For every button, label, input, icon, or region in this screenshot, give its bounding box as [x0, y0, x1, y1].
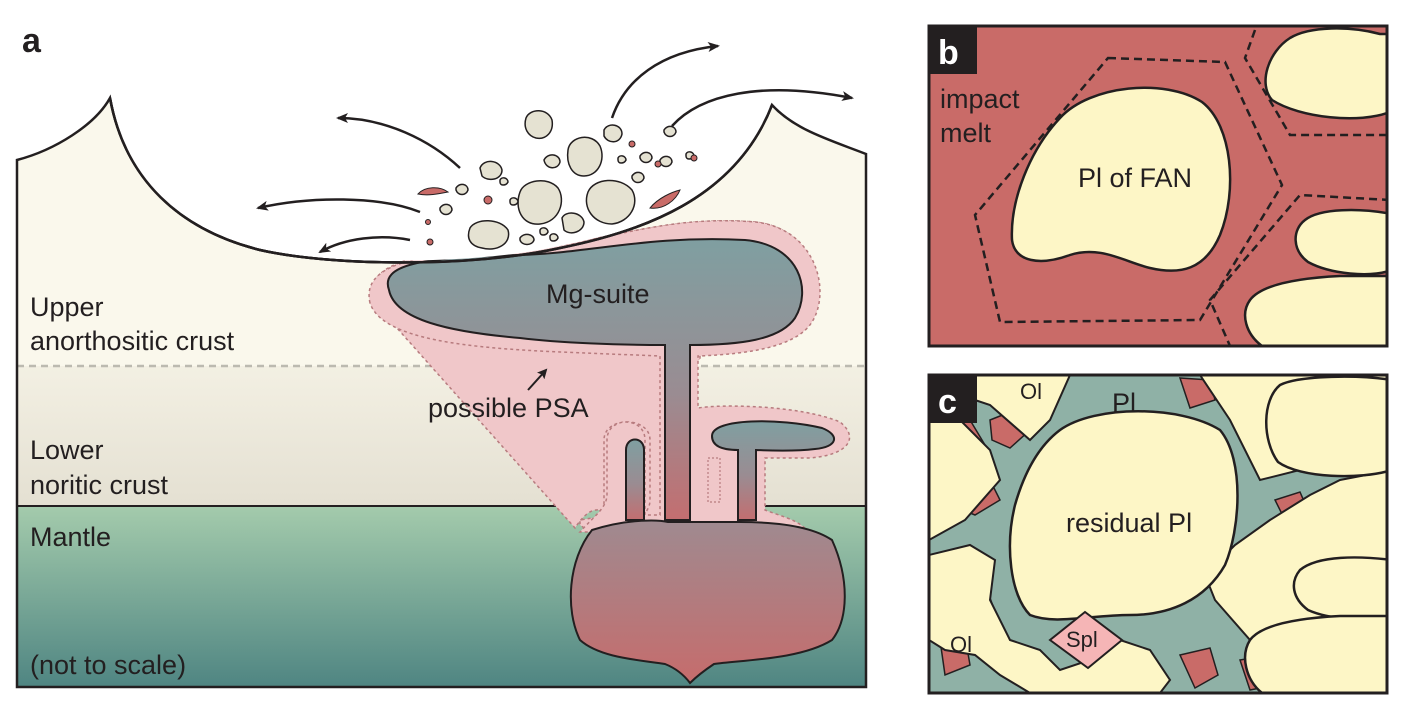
mantle-label: Mantle — [30, 522, 111, 552]
lower-crust-label-line1: Lower — [30, 435, 104, 465]
melt-droplets — [417, 140, 698, 246]
fan-grain-label: Pl of FAN — [1078, 163, 1192, 193]
panel-b-letter: b — [938, 34, 959, 72]
residual-plagioclase-grain — [1008, 410, 1239, 621]
upper-crust-label-line1: Upper — [30, 292, 104, 322]
panel-a: a Upper anorthositic crust Lower noritic… — [15, 22, 868, 689]
spinel-label: Spl — [1066, 627, 1098, 652]
upper-crust-label-line2: anorthositic crust — [30, 326, 235, 356]
residual-plagioclase-label: residual Pl — [1066, 508, 1192, 538]
psa-label: possible PSA — [428, 393, 589, 423]
grain-c-right-1 — [1292, 556, 1387, 621]
psa-pointer-arrow — [527, 368, 548, 391]
ejecta-clasts — [439, 110, 695, 250]
impact-melt-label-line2: melt — [940, 118, 992, 148]
panel-a-letter: a — [22, 22, 42, 60]
neighbor-grain-top-right — [1264, 27, 1387, 120]
olivine-label-top: Ol — [1020, 379, 1042, 404]
panel-b: b impact melt Pl of FAN — [927, 24, 1389, 348]
neighbor-grain-right-1 — [1294, 208, 1387, 276]
impact-melt-label-line1: impact — [940, 84, 1020, 114]
psa-inner-patch — [707, 457, 721, 503]
grain-c-right-2 — [1243, 614, 1387, 693]
magma-chamber — [569, 519, 846, 685]
grain-c-top-right — [1265, 375, 1387, 478]
panel-c: c Pl Ol Ol residual Pl Spl — [927, 373, 1389, 695]
olivine-label-bottom: Ol — [950, 632, 972, 657]
side-dike-left — [625, 438, 645, 521]
plagioclase-label: Pl — [1112, 388, 1136, 418]
lower-crust-label-line2: noritic crust — [30, 470, 169, 500]
right-sill — [710, 420, 835, 521]
fan-plagioclase-grain — [1010, 86, 1232, 272]
mg-suite-label: Mg-suite — [546, 279, 650, 309]
scale-note: (not to scale) — [30, 650, 186, 680]
panel-c-letter: c — [938, 383, 957, 421]
ejecta-arrows — [256, 42, 854, 254]
neighbor-grain-right-2 — [1243, 274, 1387, 346]
spinel-grain — [1048, 610, 1124, 670]
reaction-rim-dashed — [973, 56, 1284, 324]
